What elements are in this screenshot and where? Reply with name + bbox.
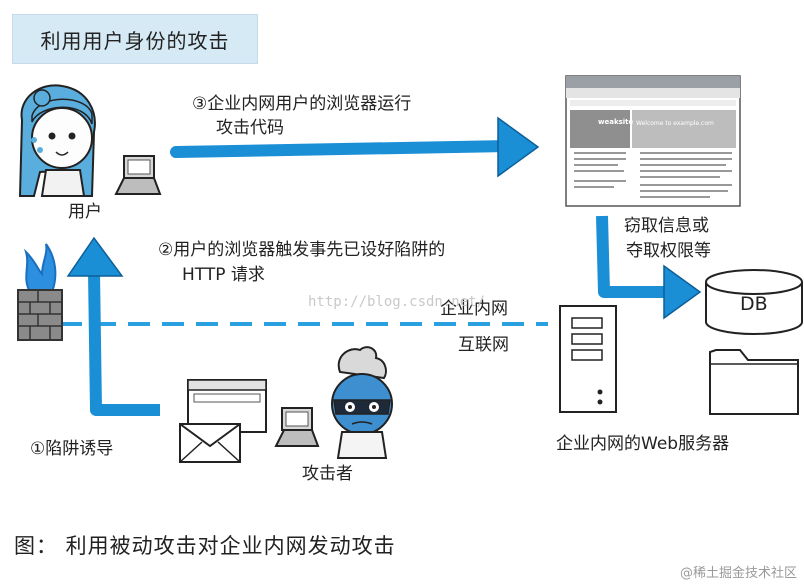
step3-label-line2: 攻击代码 bbox=[216, 118, 284, 138]
steal-arrow bbox=[596, 215, 702, 320]
step2-label-line1: ②用户的浏览器触发事先已设好陷阱的 bbox=[158, 240, 446, 260]
folder-icon bbox=[709, 349, 799, 415]
browser-webpage-icon bbox=[565, 75, 741, 207]
user-label: 用户 bbox=[68, 202, 102, 222]
webpage-logo: weaksite bbox=[598, 118, 634, 126]
brand-watermark: @稀土掘金技术社区 bbox=[680, 566, 798, 581]
trap-request-arrow bbox=[66, 236, 160, 416]
step3-label-line1: ③企业内网用户的浏览器运行 bbox=[192, 94, 412, 114]
step1-label: ①陷阱诱导 bbox=[30, 439, 114, 459]
attacker-laptop-icon bbox=[274, 407, 320, 447]
db-label: DB bbox=[740, 293, 768, 315]
internet-label: 互联网 bbox=[458, 335, 509, 355]
attacker-character-icon bbox=[331, 346, 393, 459]
watermark-text: http://blog.csdn.net/ bbox=[308, 294, 486, 310]
web-server-label: 企业内网的Web服务器 bbox=[556, 434, 730, 454]
steal-label-line2: 夺取权限等 bbox=[626, 241, 711, 261]
attack-code-arrow bbox=[170, 116, 540, 178]
firewall-icon bbox=[17, 243, 63, 341]
webpage-heading: Welcome to example.com bbox=[636, 120, 714, 127]
web-server-icon bbox=[559, 305, 617, 413]
diagram-title: 利用用户身份的攻击 bbox=[12, 14, 258, 64]
intranet-label: 企业内网 bbox=[440, 299, 508, 319]
user-laptop-icon bbox=[114, 155, 162, 195]
attacker-label: 攻击者 bbox=[302, 464, 353, 484]
database-icon bbox=[705, 269, 803, 335]
steal-label-line1: 窃取信息或 bbox=[624, 216, 709, 236]
step2-label-line2: HTTP 请求 bbox=[182, 265, 265, 285]
figure-caption: 图： 利用被动攻击对企业内网发动攻击 bbox=[14, 534, 396, 558]
envelope-icon bbox=[179, 423, 241, 463]
user-character-icon bbox=[18, 84, 96, 197]
